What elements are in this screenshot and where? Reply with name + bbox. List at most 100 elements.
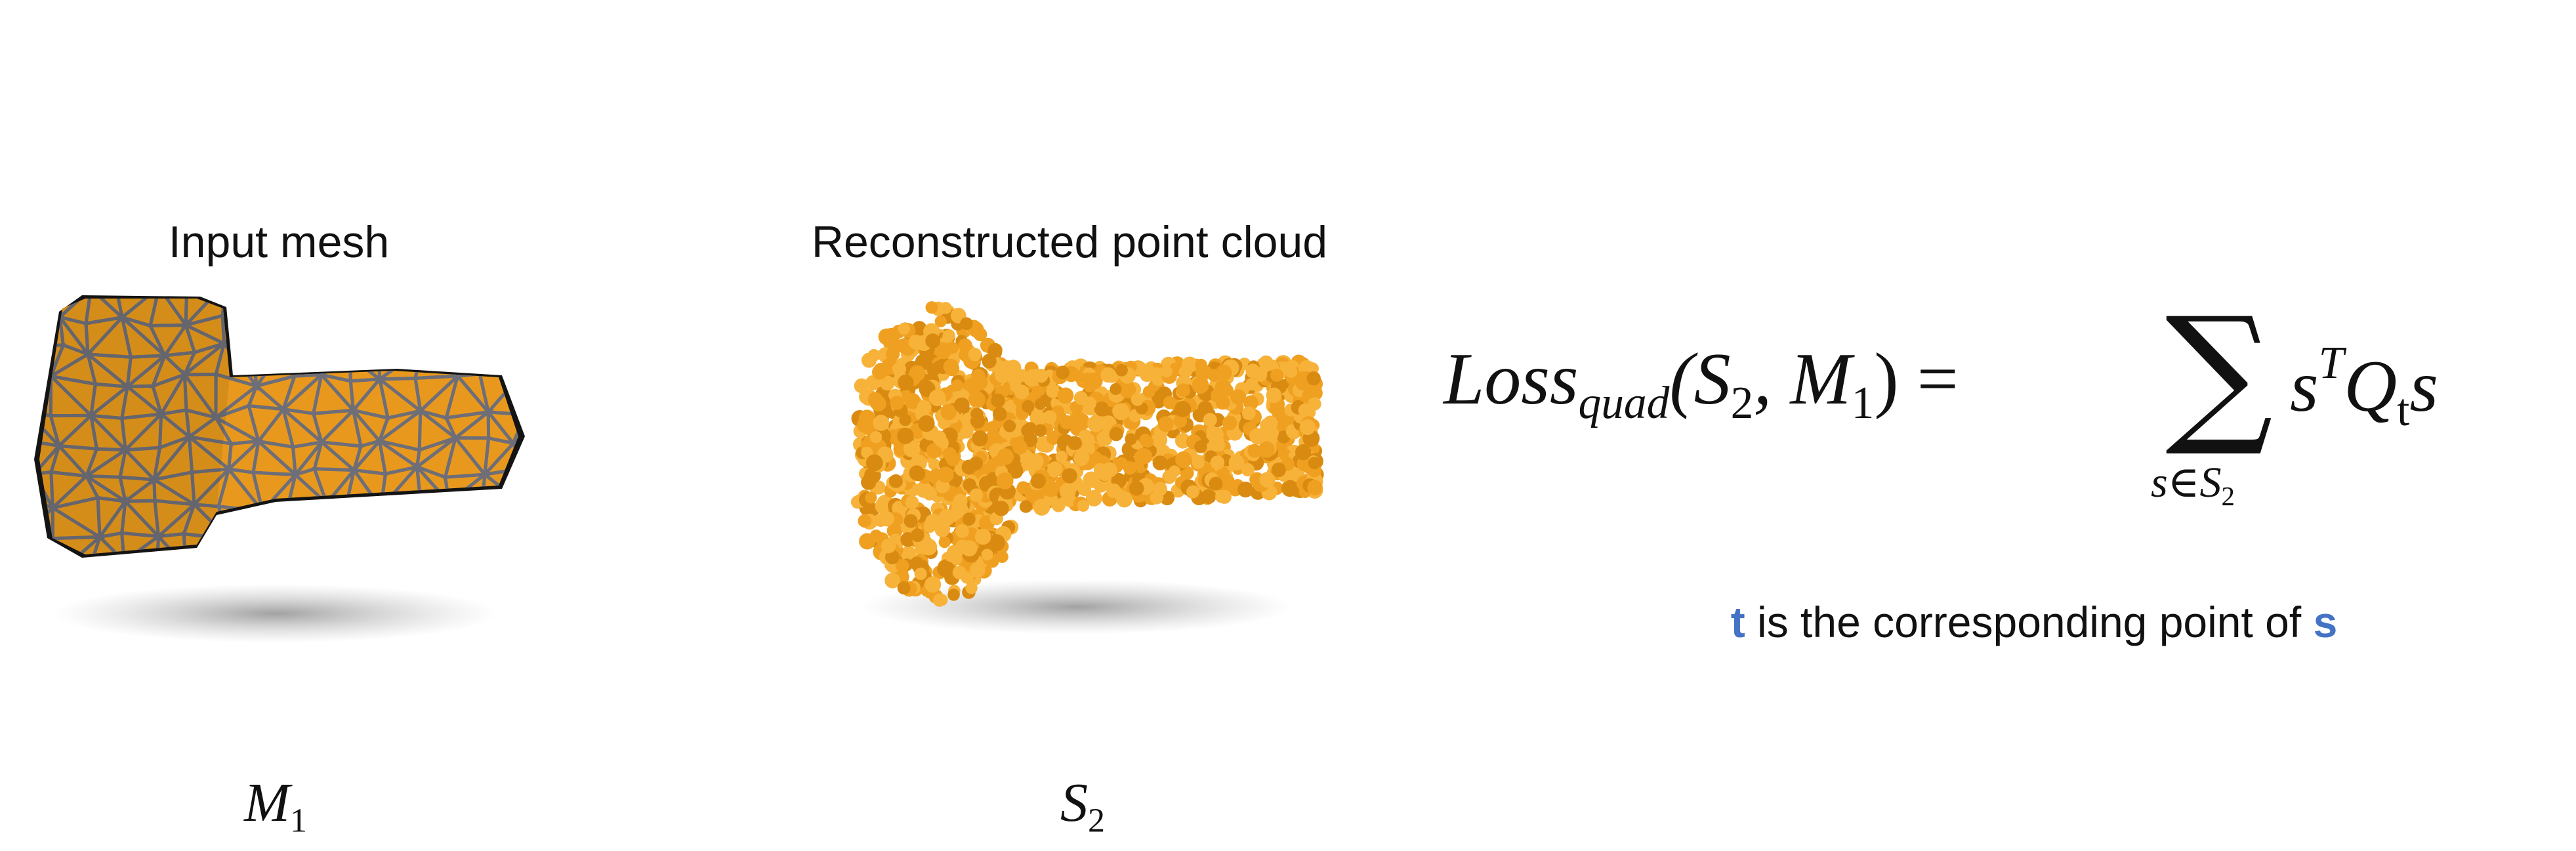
- cloud-point: [881, 538, 896, 554]
- cloud-point: [926, 363, 941, 377]
- cloud-point: [935, 435, 948, 448]
- cloud-point: [1068, 436, 1082, 451]
- cloud-point: [1085, 489, 1102, 507]
- cloud-point: [1077, 482, 1092, 496]
- cloud-point: [1125, 433, 1137, 446]
- cloud-point: [995, 550, 1008, 563]
- cloud-point: [914, 568, 927, 581]
- cloud-point: [1110, 383, 1122, 396]
- cloud-point: [1060, 415, 1074, 430]
- cloud-point: [1174, 400, 1192, 417]
- loss-formula: Lossquad(S2, M1) = ∑ s∈S2 sTQts: [1444, 298, 2559, 538]
- cloud-point: [911, 321, 927, 336]
- cloud-point: [1115, 363, 1128, 377]
- cloud-point: [955, 524, 969, 538]
- cloud-point: [1247, 444, 1262, 458]
- cloud-point: [1243, 395, 1258, 411]
- cloud-point: [858, 514, 872, 528]
- cloud-point: [1131, 392, 1144, 406]
- cloud-point: [1195, 364, 1212, 381]
- cloud-point: [905, 495, 919, 509]
- cloud-point: [898, 374, 914, 391]
- cloud-point: [915, 481, 932, 498]
- cloud-point: [909, 556, 924, 571]
- mesh-symbol: M1: [243, 772, 308, 840]
- cloud-point: [1056, 365, 1070, 380]
- cloud-point: [923, 520, 936, 533]
- correspondence-note: t is the corresponding point of s: [1731, 597, 2338, 647]
- cloud-point: [898, 323, 910, 335]
- cloud-point: [940, 404, 957, 421]
- cloud-point: [987, 342, 1003, 358]
- note-text: is the corresponding point of: [1745, 598, 2314, 646]
- cloud-point: [967, 381, 982, 395]
- cloud-point: [1073, 390, 1088, 405]
- cloud-point: [993, 407, 1007, 421]
- cloud-point: [1114, 489, 1127, 502]
- cloud-point: [867, 392, 883, 407]
- cloud-point: [1308, 397, 1321, 411]
- cloud-point: [1295, 444, 1312, 461]
- cloud-point: [1142, 385, 1155, 398]
- cloud-point: [1237, 482, 1254, 498]
- cloud-point: [1266, 387, 1282, 404]
- cloud-point: [925, 333, 941, 348]
- cloud-point: [1077, 499, 1090, 512]
- cloud-point: [965, 582, 978, 594]
- cloud-point: [1057, 387, 1074, 404]
- cloud-point: [993, 501, 1009, 516]
- cloud-point: [1003, 419, 1016, 432]
- cloud-point: [1033, 499, 1050, 516]
- cloud-point: [960, 425, 974, 439]
- cloud-point: [1100, 367, 1116, 383]
- cloud-point: [890, 396, 904, 410]
- cloud-point: [947, 589, 960, 601]
- cloud-point: [1241, 463, 1255, 477]
- cloud-point: [946, 341, 959, 354]
- reconstructed-caption: Reconstructed point cloud: [811, 217, 1328, 267]
- cloud-point: [1271, 463, 1286, 478]
- summation-index: s∈S2: [2151, 459, 2235, 512]
- cloud-point: [932, 593, 947, 607]
- cloud-point: [942, 330, 955, 343]
- cloud-point: [865, 454, 883, 472]
- cloud-point: [1216, 467, 1230, 480]
- cloud-point: [1215, 379, 1232, 396]
- cloud-point: [917, 400, 932, 415]
- cloud-point: [1263, 415, 1278, 430]
- cloud-point: [1173, 414, 1187, 428]
- cloud-point: [925, 301, 938, 314]
- mesh-shadow: [52, 584, 499, 643]
- summation-symbol: ∑: [2165, 285, 2274, 461]
- cloud-symbol: S2: [1060, 772, 1106, 840]
- cloud-point: [1215, 364, 1232, 381]
- formula-rhs: sTQts: [2290, 338, 2438, 436]
- cloud-point: [963, 478, 976, 492]
- cloud-point: [958, 338, 972, 353]
- cloud-point: [1096, 430, 1113, 446]
- cloud-point: [940, 302, 952, 314]
- cloud-point: [1176, 383, 1190, 398]
- cloud-point: [1194, 440, 1207, 453]
- cloud-point: [1192, 456, 1205, 469]
- cloud-point: [1022, 400, 1035, 413]
- cloud-point: [875, 498, 890, 514]
- cloud-point: [1209, 476, 1223, 491]
- cloud-point: [938, 536, 951, 549]
- cloud-point: [950, 553, 963, 566]
- cloud-point: [911, 467, 926, 482]
- cloud-point: [1094, 402, 1110, 417]
- cloud-point: [873, 415, 890, 431]
- cloud-point: [1142, 436, 1154, 448]
- cloud-point: [1197, 401, 1213, 417]
- cloud-point: [969, 488, 984, 502]
- cloud-point: [1024, 434, 1037, 447]
- cloud-point: [861, 474, 877, 490]
- cloud-point: [934, 522, 950, 537]
- cloud-point: [856, 417, 873, 433]
- cloud-point: [1168, 465, 1180, 478]
- note-s: s: [2313, 598, 2338, 646]
